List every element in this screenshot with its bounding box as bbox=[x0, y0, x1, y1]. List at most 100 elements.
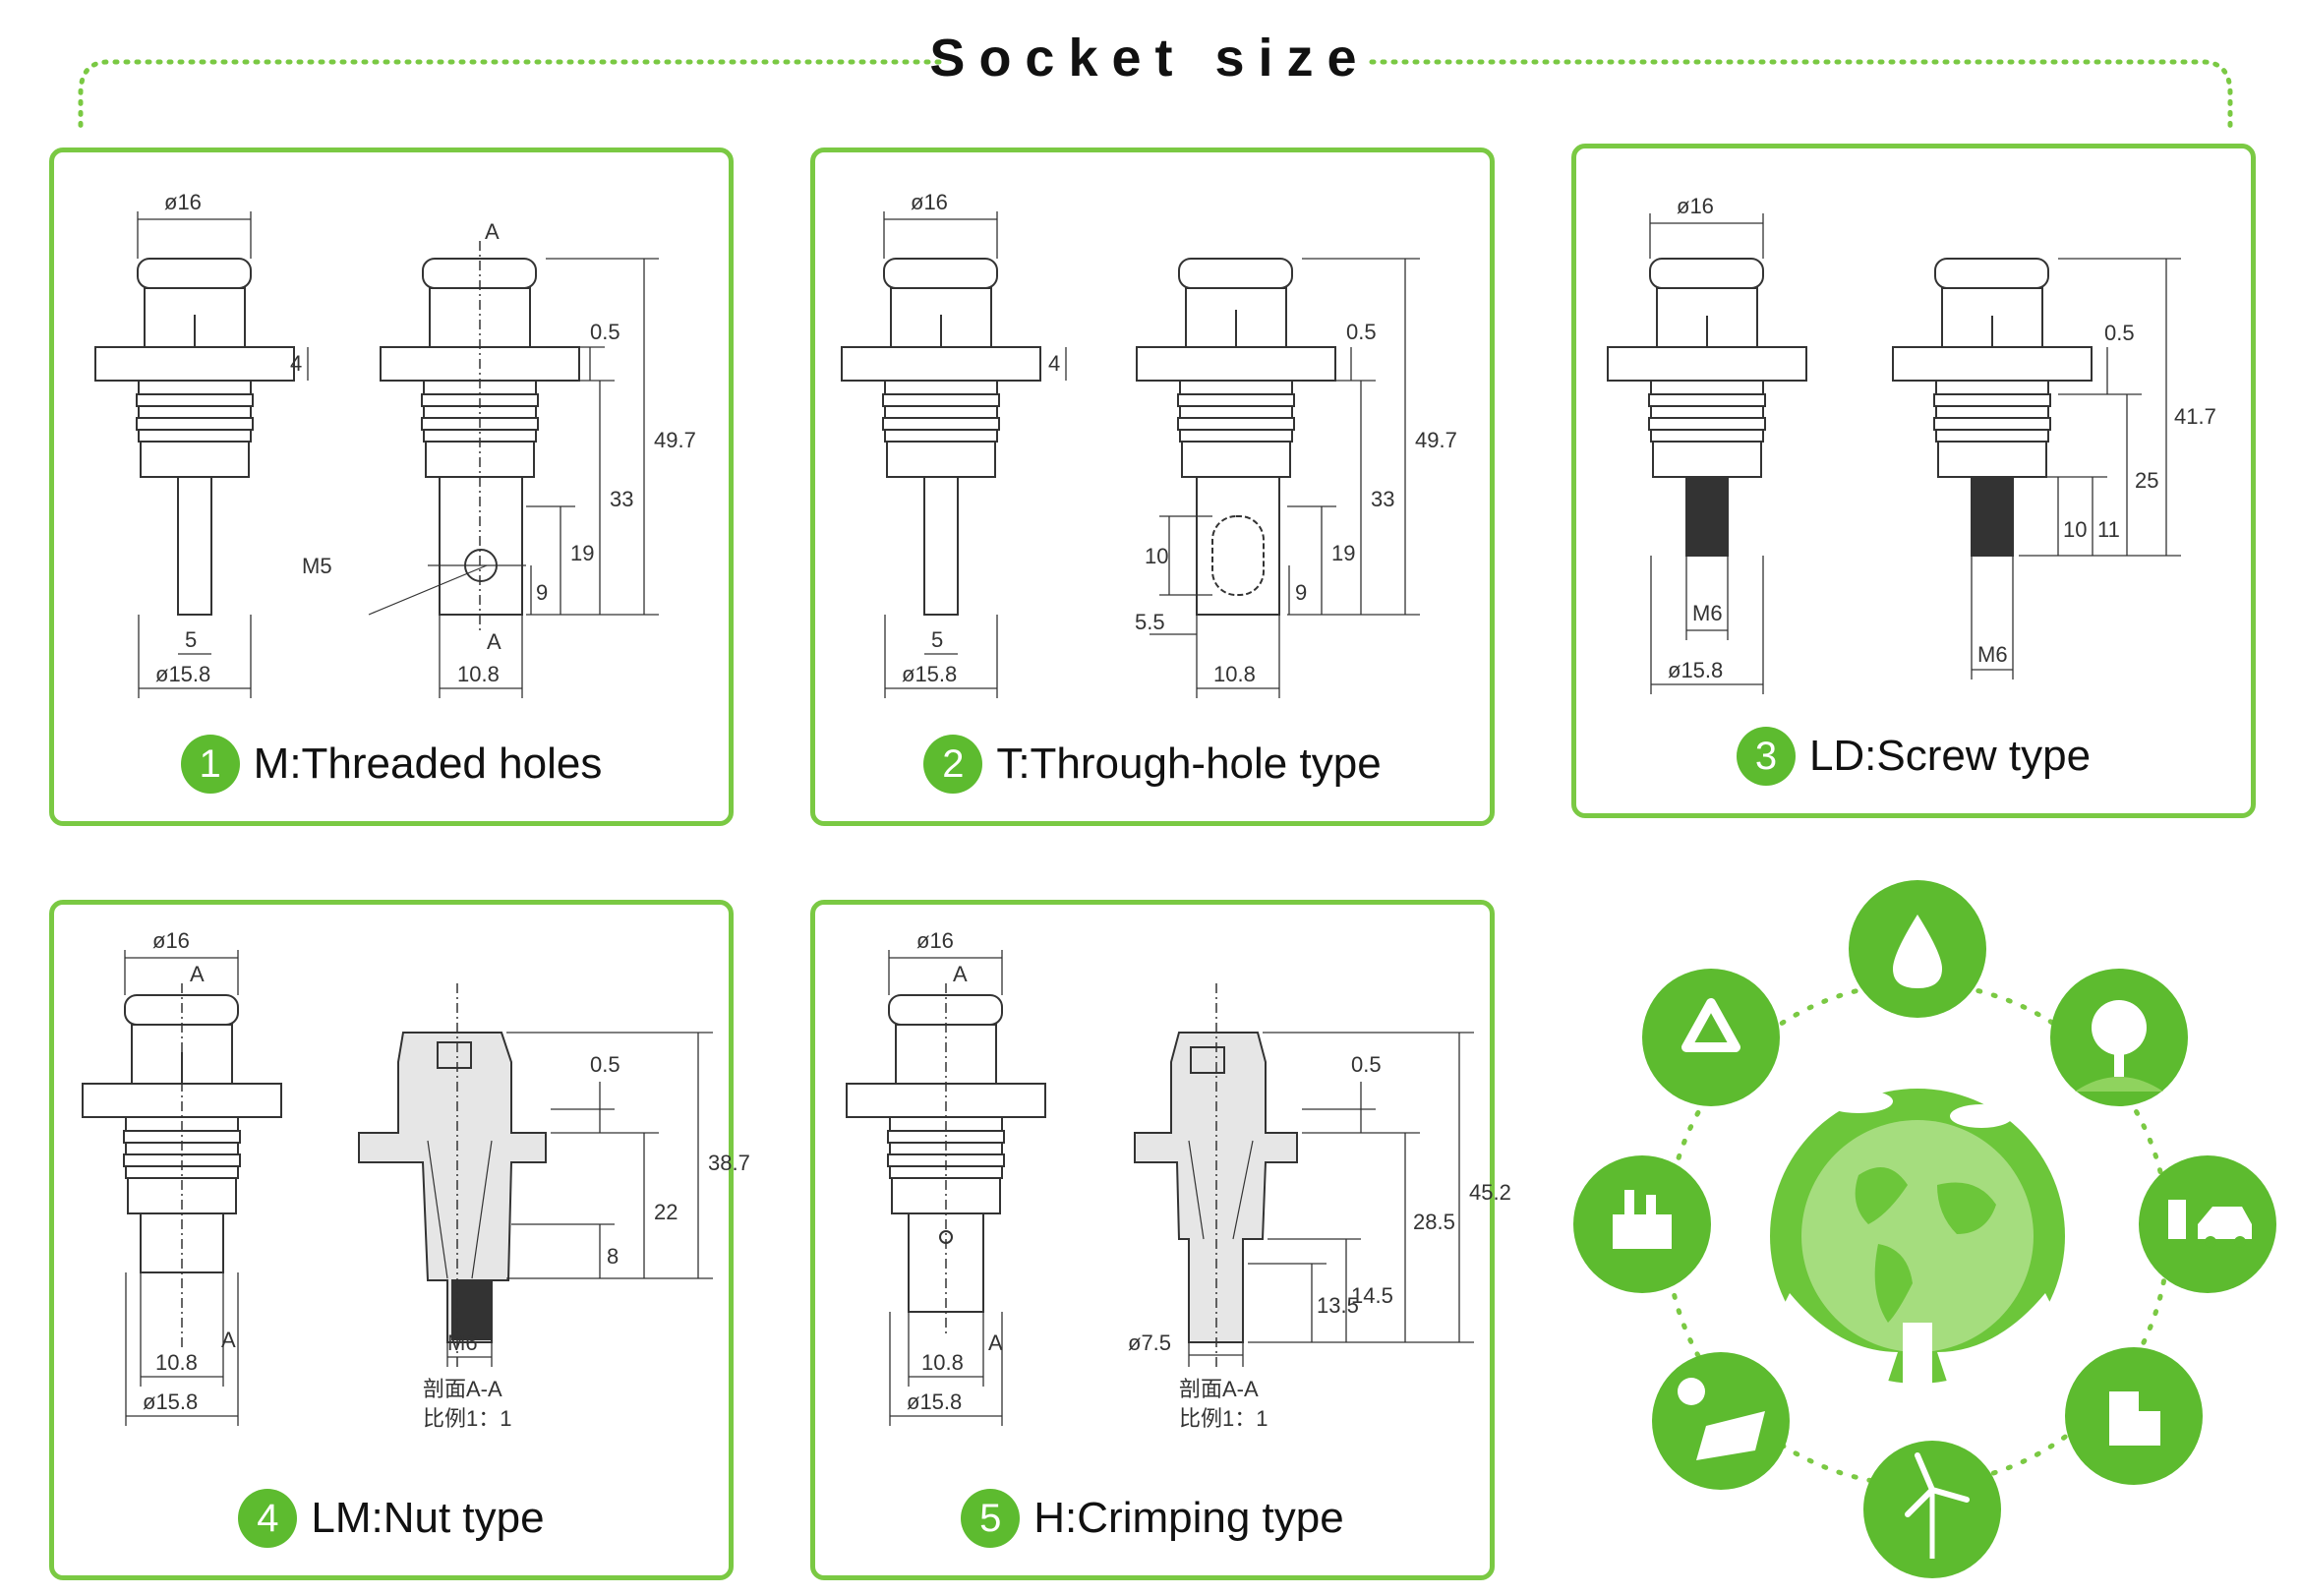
dimension-lines bbox=[1649, 213, 2181, 694]
caption-through-hole: 2 T:Through-hole type bbox=[815, 735, 1490, 794]
dim-total: 45.2 bbox=[1469, 1180, 1511, 1205]
title-bracket bbox=[78, 59, 2233, 136]
socket-front-view bbox=[1607, 258, 1807, 557]
section-mark-top: A bbox=[485, 219, 500, 244]
caption-crimping-type: 5 H:Crimping type bbox=[815, 1489, 1490, 1548]
panel-screw-type: ø16 M6 ø15.8 M6 0.5 41.7 25 11 10 3 LD:S… bbox=[1571, 144, 2256, 818]
dim-pin-width: 5 bbox=[185, 627, 197, 652]
caption-nut-type: 4 LM:Nut type bbox=[54, 1489, 729, 1548]
scale-note: 比例1：1 bbox=[1179, 1406, 1268, 1431]
dim-top-diameter: ø16 bbox=[164, 190, 202, 214]
badge-number: 4 bbox=[238, 1489, 298, 1548]
drawing-crimping-type: ø16 A A 10.8 ø15.8 ø7.5 剖面A-A 比例1：1 0.5 … bbox=[846, 928, 1511, 1431]
socket-side-view bbox=[368, 241, 580, 634]
dim-side: 5.5 bbox=[1135, 610, 1165, 634]
panel-threaded-holes: ø16 5 ø15.8 10.8 M5 A A 4 0.5 49.7 33 19… bbox=[49, 148, 734, 826]
dim-slot: 10 bbox=[1145, 544, 1168, 568]
dim-crimp-a: 14.5 bbox=[1351, 1283, 1393, 1308]
electric-car-icon bbox=[2139, 1155, 2276, 1293]
badge-number: 3 bbox=[1736, 727, 1796, 786]
dim-gap: 0.5 bbox=[590, 1052, 620, 1077]
dim-thread-front: M6 bbox=[1692, 601, 1723, 625]
recycle-icon bbox=[1642, 969, 1780, 1106]
panel-nut-type: ø16 A A 10.8 ø15.8 M6 剖面A-A 比例1：1 0.5 38… bbox=[49, 900, 750, 1580]
dim-crimp-diameter: ø7.5 bbox=[1128, 1330, 1171, 1355]
dimension-lines bbox=[883, 211, 1420, 698]
dim-width: 10.8 bbox=[921, 1350, 964, 1375]
caption-label: M:Threaded holes bbox=[253, 739, 603, 788]
dim-hole-position: 19 bbox=[570, 541, 594, 565]
socket-front-view bbox=[82, 983, 282, 1347]
badge-number: 2 bbox=[923, 735, 983, 794]
dim-width: 10.8 bbox=[1213, 662, 1256, 686]
section-mark-bottom: A bbox=[487, 629, 501, 654]
dim-hole-center: 9 bbox=[536, 580, 548, 605]
dim-gap: 0.5 bbox=[2104, 321, 2135, 345]
drawing-screw-type: ø16 M6 ø15.8 M6 0.5 41.7 25 11 10 bbox=[1607, 194, 2216, 694]
dim-nut: 8 bbox=[607, 1244, 619, 1269]
dim-thread: M6 bbox=[447, 1330, 478, 1355]
dimension-lines bbox=[124, 950, 713, 1426]
section-mark-bottom: A bbox=[988, 1330, 1003, 1355]
water-drop-icon bbox=[1849, 880, 1986, 1018]
dim-pin-width: 5 bbox=[931, 627, 943, 652]
socket-front-view bbox=[846, 983, 1046, 1337]
panel-crimping-type: ø16 A A 10.8 ø15.8 ø7.5 剖面A-A 比例1：1 0.5 … bbox=[810, 900, 1511, 1580]
drawing-threaded-holes: ø16 5 ø15.8 10.8 M5 A A 4 0.5 49.7 33 19… bbox=[94, 190, 696, 698]
earth-globe-icon bbox=[1770, 1089, 2065, 1391]
dim-gap: 0.5 bbox=[590, 320, 620, 344]
dim-total: 38.7 bbox=[708, 1151, 750, 1175]
caption-label: T:Through-hole type bbox=[996, 739, 1382, 788]
caption-screw-type: 3 LD:Screw type bbox=[1576, 727, 2251, 786]
dim-top-diameter: ø16 bbox=[911, 190, 948, 214]
socket-front-view bbox=[94, 258, 295, 616]
badge-number: 1 bbox=[180, 735, 240, 794]
factory-icon bbox=[1573, 1155, 1711, 1293]
caption-label: H:Crimping type bbox=[1033, 1494, 1344, 1542]
section-mark-top: A bbox=[190, 962, 205, 986]
dim-top-diameter: ø16 bbox=[1677, 194, 1714, 218]
dim-bottom-diameter: ø15.8 bbox=[902, 662, 957, 686]
panel-through-hole: ø16 5 ø15.8 10.8 5.5 10 4 0.5 49.7 33 19… bbox=[810, 148, 1495, 826]
solar-panel-icon bbox=[1652, 1352, 1790, 1490]
socket-front-view bbox=[841, 258, 1041, 616]
tree-icon bbox=[2050, 969, 2188, 1106]
section-mark-top: A bbox=[953, 962, 968, 986]
dim-screw: 11 bbox=[2097, 517, 2120, 542]
drawing-nut-type: ø16 A A 10.8 ø15.8 M6 剖面A-A 比例1：1 0.5 38… bbox=[82, 928, 750, 1431]
dim-body: 33 bbox=[610, 487, 633, 511]
dim-hole-position: 19 bbox=[1331, 541, 1355, 565]
dim-thread: M5 bbox=[302, 554, 332, 578]
dim-body: 22 bbox=[654, 1200, 678, 1224]
eco-illustration bbox=[1573, 880, 2276, 1578]
dim-top-diameter: ø16 bbox=[152, 928, 190, 953]
dimension-lines bbox=[137, 211, 659, 698]
dim-body: 33 bbox=[1371, 487, 1394, 511]
dim-thread-side: M6 bbox=[1977, 642, 2008, 667]
dim-hole-center: 9 bbox=[1295, 580, 1307, 605]
section-note: 剖面A-A bbox=[1179, 1377, 1259, 1401]
dim-bottom-diameter: ø15.8 bbox=[155, 662, 210, 686]
dim-flange: 4 bbox=[1048, 351, 1060, 376]
dim-width: 10.8 bbox=[457, 662, 500, 686]
dim-bottom-diameter: ø15.8 bbox=[1668, 658, 1723, 682]
dim-gap: 0.5 bbox=[1351, 1052, 1382, 1077]
green-building-icon bbox=[2065, 1347, 2203, 1485]
section-mark-bottom: A bbox=[221, 1328, 236, 1352]
socket-section-view bbox=[358, 983, 547, 1367]
dim-total: 49.7 bbox=[654, 428, 696, 452]
dim-gap: 0.5 bbox=[1346, 320, 1377, 344]
dim-crimp-b: 13.5 bbox=[1317, 1293, 1359, 1318]
dim-body: 28.5 bbox=[1413, 1210, 1455, 1234]
caption-label: LD:Screw type bbox=[1808, 732, 2092, 780]
socket-section-view bbox=[1134, 983, 1298, 1367]
wind-turbine-icon bbox=[1863, 1441, 2001, 1578]
caption-threaded-holes: 1 M:Threaded holes bbox=[54, 735, 729, 794]
socket-side-view bbox=[1892, 258, 2093, 557]
dim-total: 49.7 bbox=[1415, 428, 1457, 452]
badge-number: 5 bbox=[961, 1489, 1021, 1548]
dim-flange: 4 bbox=[290, 351, 302, 376]
drawing-through-hole: ø16 5 ø15.8 10.8 5.5 10 4 0.5 49.7 33 19… bbox=[841, 190, 1457, 698]
dim-width: 10.8 bbox=[155, 1350, 198, 1375]
caption-label: LM:Nut type bbox=[311, 1494, 545, 1542]
